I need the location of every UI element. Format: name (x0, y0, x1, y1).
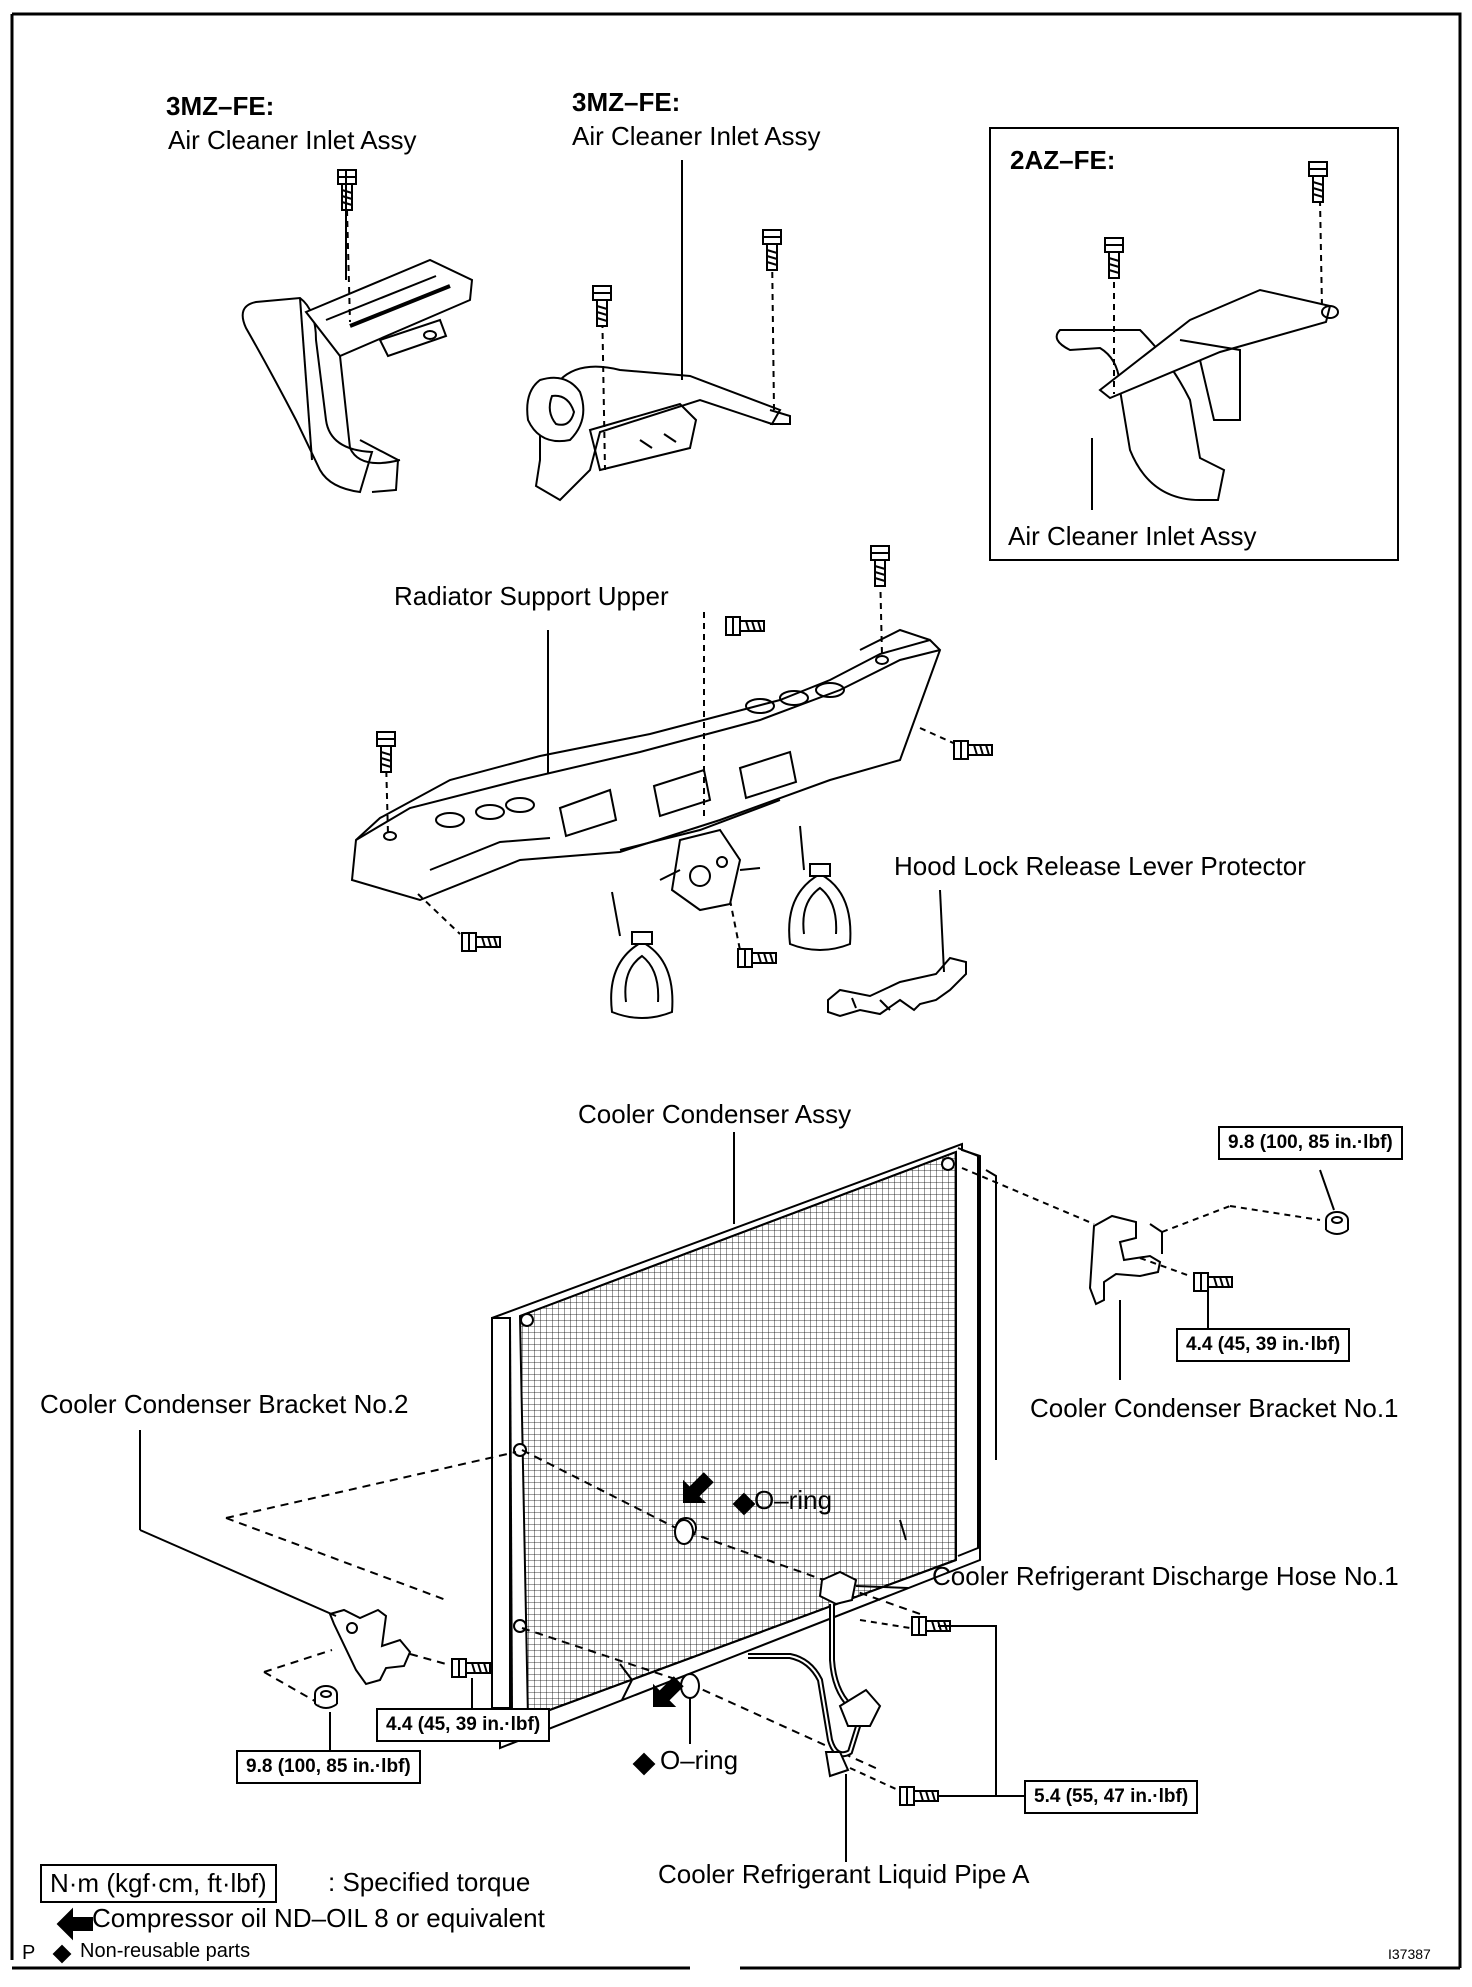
bolt-icon (451, 1658, 491, 1678)
bolt-icon (1104, 237, 1124, 279)
bolt-icon (899, 1786, 939, 1806)
o-ring-label-upper: O–ring (754, 1485, 833, 1515)
page-frame (12, 12, 1462, 1968)
air-cleaner-inlet-left (241, 258, 474, 494)
torque-spec-box: 5.4 (55, 47 in.·lbf) (1024, 1780, 1199, 1814)
cooler-refrigerant-discharge-hose (818, 1570, 858, 1709)
legend-nonreusable-text: Non-reusable parts (80, 1940, 251, 1962)
legend-oil-text: Compressor oil ND–OIL 8 or equivalent (92, 1903, 545, 1933)
o-ring-label-lower: O–ring (660, 1745, 739, 1775)
diamond-icon (732, 1492, 756, 1516)
bolt-icon (737, 948, 777, 968)
air-cleaner-label-center: Air Cleaner Inlet Assy (572, 121, 821, 151)
engine-label-3mz-left: 3MZ–FE: (166, 91, 275, 121)
hood-lock-release-lever-protector (827, 956, 967, 1018)
arrow-icon (57, 1909, 93, 1939)
air-cleaner-inlet-2az (1055, 288, 1339, 501)
bolt-icon (762, 229, 782, 271)
hood-lock-assembly (659, 828, 761, 912)
nut-icon (1325, 1211, 1349, 1235)
horn-icon (788, 863, 852, 951)
radiator-support-label: Radiator Support Upper (394, 581, 669, 611)
air-cleaner-inlet-center (526, 365, 791, 502)
discharge-hose-label: Cooler Refrigerant Discharge Hose No.1 (932, 1561, 1399, 1591)
torque-spec-box: 9.8 (100, 85 in.·lbf) (1218, 1126, 1403, 1160)
legend-unit-desc: : Specified torque (328, 1867, 531, 1897)
torque-spec-box: 9.8 (100, 85 in.·lbf) (236, 1750, 421, 1784)
o-ring (674, 1519, 694, 1545)
liquid-pipe-label: Cooler Refrigerant Liquid Pipe A (658, 1859, 1030, 1889)
bolt-icon (376, 731, 396, 773)
bolt-icon (1308, 161, 1328, 203)
cooler-refrigerant-liquid-pipe (748, 1653, 882, 1778)
cooler-condenser-bracket-no2 (328, 1608, 412, 1686)
bolt-icon (592, 285, 612, 327)
cooler-condenser-assy (490, 1142, 997, 1750)
bolt-icon (953, 740, 993, 760)
air-cleaner-label-2az: Air Cleaner Inlet Assy (1008, 521, 1257, 551)
bolt-icon (461, 932, 501, 952)
bolt-icon (870, 545, 890, 587)
legend-p-mark: P (22, 1942, 36, 1964)
nut-icon (314, 1685, 338, 1709)
radiator-support-upper (350, 628, 942, 902)
cooler-condenser-bracket-no1 (1088, 1214, 1163, 1306)
o-ring (680, 1673, 700, 1699)
diamond-icon (52, 1944, 72, 1964)
variant-box-2az (989, 127, 1399, 561)
torque-spec-box: 4.4 (45, 39 in.·lbf) (376, 1708, 551, 1742)
bolt-icon (1193, 1272, 1233, 1292)
legend-unit-box: N·m (kgf·cm, ft·lbf) (40, 1864, 277, 1903)
engine-label-2az: 2AZ–FE: (1010, 145, 1116, 175)
torque-spec-box: 4.4 (45, 39 in.·lbf) (1176, 1328, 1351, 1362)
figure-id: I37387 (1388, 1946, 1431, 1962)
diamond-icon (632, 1752, 656, 1776)
engine-label-3mz-center: 3MZ–FE: (572, 87, 681, 117)
bolt-icon (725, 616, 765, 636)
condenser-label: Cooler Condenser Assy (578, 1099, 852, 1129)
hood-lock-label: Hood Lock Release Lever Protector (894, 851, 1306, 881)
bracket-no1-label: Cooler Condenser Bracket No.1 (1030, 1393, 1399, 1423)
leader-line (939, 889, 945, 973)
air-cleaner-label-left: Air Cleaner Inlet Assy (168, 125, 417, 155)
bracket-no2-label: Cooler Condenser Bracket No.2 (40, 1389, 409, 1419)
horn-icon (610, 931, 674, 1019)
